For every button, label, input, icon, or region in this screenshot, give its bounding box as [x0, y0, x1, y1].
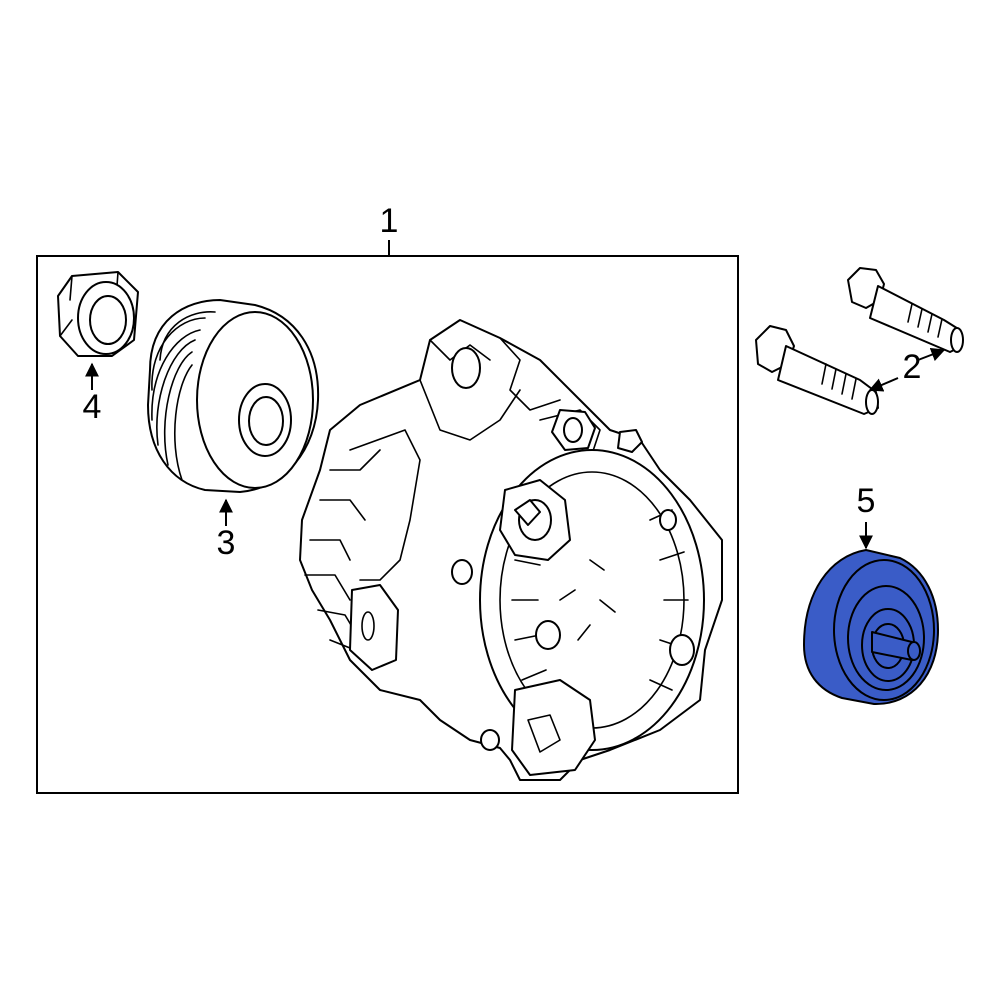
- part-1-alternator[interactable]: [299, 319, 723, 781]
- callout-2-label: 2: [903, 348, 922, 386]
- part-3-pulley[interactable]: [147, 299, 320, 493]
- part-2-bolt-upper[interactable]: [847, 267, 964, 353]
- part-2-bolt-lower[interactable]: [755, 325, 879, 415]
- assembly-frame: [36, 255, 739, 794]
- callout-4-label: 4: [83, 388, 102, 426]
- part-4-nut[interactable]: [57, 271, 139, 357]
- callout-2-arrow-upper: [917, 347, 946, 362]
- callout-3-label: 3: [217, 524, 236, 562]
- callout-1-label: 1: [380, 202, 399, 240]
- callout-2-arrow-lower: [868, 377, 899, 392]
- callout-5-label: 5: [857, 482, 876, 520]
- part-5-idler-pulley[interactable]: [803, 549, 939, 706]
